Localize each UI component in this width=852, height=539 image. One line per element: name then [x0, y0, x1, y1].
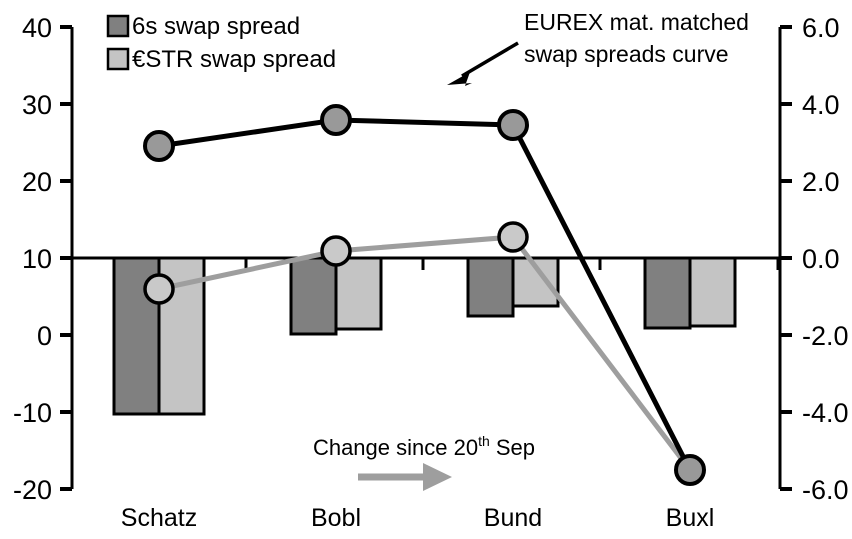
left-tick-label-10: 10 — [22, 244, 52, 274]
legend-item-6s-swap-spread[interactable]: 6s swap spread — [106, 13, 300, 40]
eurex-callout-line1: EUREX mat. matched — [524, 9, 749, 35]
change-since-after: Sep — [490, 435, 535, 460]
annotation-eurex-callout: EUREX mat. matched swap spreads curve — [447, 9, 749, 86]
cat-label-bobl: Bobl — [311, 504, 361, 532]
eurex-curve-path[interactable] — [158, 117, 693, 472]
change-since-before: Change since 20 — [313, 435, 478, 460]
estr-marker-bobl[interactable] — [320, 235, 352, 267]
right-tick-label-0: 0.0 — [802, 244, 840, 274]
callout-arrow-shaft — [461, 41, 519, 78]
right-arrow-icon — [358, 463, 452, 491]
legend-item-estr-swap-spread[interactable]: €STR swap spread — [106, 46, 336, 73]
change-arrow-head — [423, 463, 452, 491]
change-since-superscript: th — [478, 433, 490, 449]
annotation-change-since: Change since 20th Sep — [313, 433, 535, 491]
right-tick-label-4: 4.0 — [802, 90, 840, 120]
line-series-eurex-curve — [143, 104, 706, 486]
bar-group-bobl — [289, 256, 383, 336]
eurex-marker-buxl[interactable] — [674, 454, 706, 486]
right-tick-label-m2: -2.0 — [802, 321, 849, 351]
left-tick-label-0: 0 — [37, 321, 52, 351]
left-tick-label-m20: -20 — [13, 475, 52, 505]
legend: 6s swap spread €STR swap spread — [106, 13, 336, 73]
left-tick-label-30: 30 — [22, 90, 52, 120]
eurex-marker-bobl[interactable] — [320, 104, 352, 136]
right-tick-label-2: 2.0 — [802, 167, 840, 197]
right-axis: 6.0 4.0 2.0 0.0 -2.0 -4.0 -6.0 — [778, 13, 849, 505]
bar-estr-buxl[interactable] — [688, 256, 737, 328]
x-tick-marks — [244, 258, 780, 270]
change-since-text: Change since 20th Sep — [313, 433, 535, 460]
eurex-marker-schatz[interactable] — [143, 130, 175, 162]
right-tick-label-m4: -4.0 — [802, 398, 849, 428]
left-tick-label-40: 40 — [22, 13, 52, 43]
cat-label-schatz: Schatz — [121, 504, 197, 532]
estr-marker-bund[interactable] — [497, 221, 529, 253]
bar-6s-buxl[interactable] — [643, 256, 692, 330]
eurex-callout-line2: swap spreads curve — [524, 41, 729, 67]
legend-swatch-estr-swap-spread — [106, 47, 130, 71]
left-tick-label-m10: -10 — [13, 398, 52, 428]
bar-6s-bund[interactable] — [466, 256, 515, 318]
legend-swatch-6s-swap-spread — [106, 14, 130, 38]
line-series-estr-curve — [143, 221, 692, 472]
cat-label-buxl: Buxl — [666, 504, 715, 532]
callout-arrow-head — [447, 72, 472, 86]
left-axis: 40 30 20 10 0 -10 -20 — [13, 13, 74, 505]
estr-curve-path[interactable] — [158, 234, 692, 472]
right-tick-label-6: 6.0 — [802, 13, 840, 43]
right-tick-label-m6: -6.0 — [802, 475, 849, 505]
diagonal-arrow-down-left-icon — [447, 41, 519, 86]
estr-marker-schatz[interactable] — [143, 273, 175, 305]
legend-label-6s-swap-spread: 6s swap spread — [132, 13, 300, 40]
left-tick-label-20: 20 — [22, 167, 52, 197]
cat-label-bund: Bund — [484, 504, 542, 532]
bar-estr-bobl[interactable] — [334, 256, 383, 331]
bar-group-buxl — [643, 256, 737, 330]
eurex-marker-bund[interactable] — [497, 109, 529, 141]
bar-6s-bobl[interactable] — [289, 256, 338, 336]
legend-label-estr-swap-spread: €STR swap spread — [132, 46, 336, 73]
x-axis-category-labels: Schatz Bobl Bund Buxl — [121, 504, 715, 532]
bar-group-bund — [466, 256, 560, 318]
